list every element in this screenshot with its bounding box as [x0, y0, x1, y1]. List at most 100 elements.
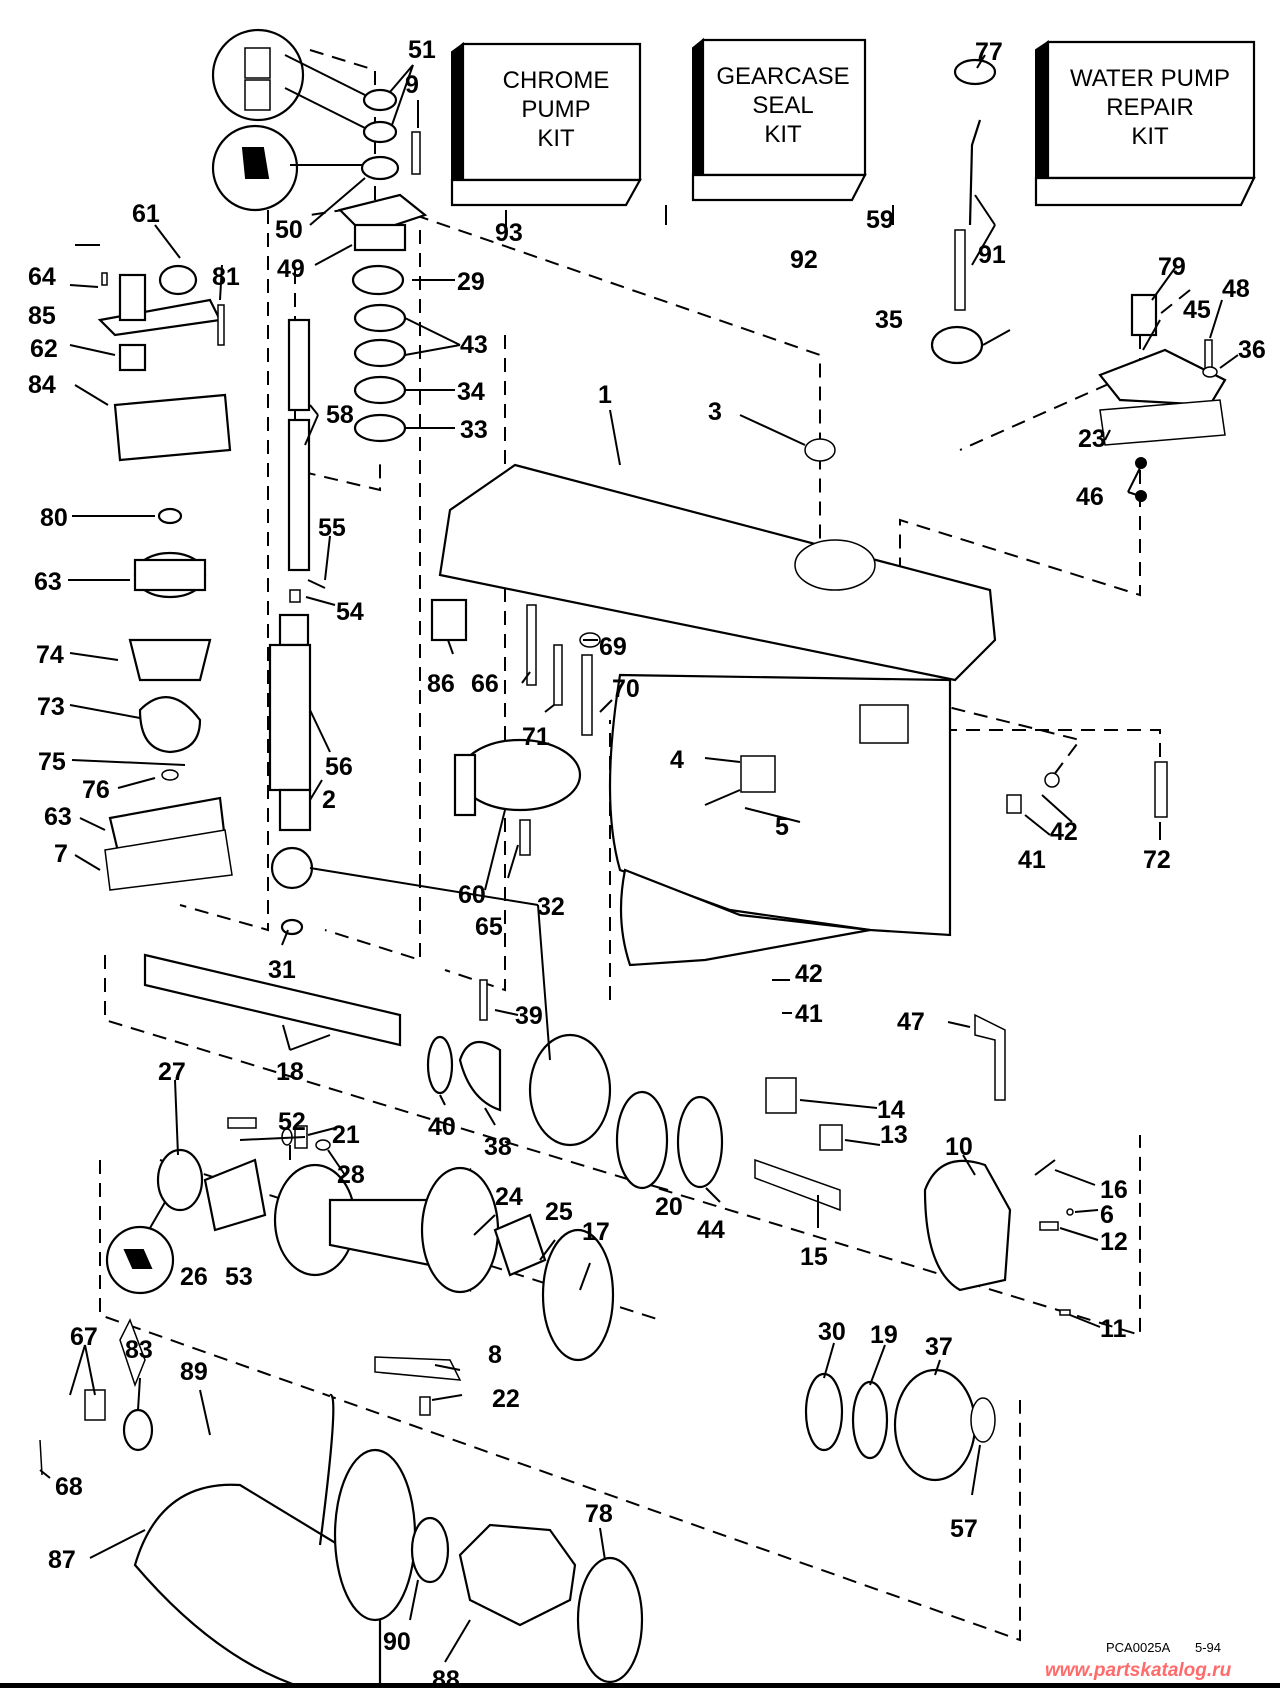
callout[interactable]: 1: [598, 381, 612, 409]
callout[interactable]: 52: [278, 1108, 306, 1136]
callout[interactable]: 71: [522, 723, 550, 751]
callout[interactable]: 45: [1183, 296, 1211, 324]
callout[interactable]: 16: [1100, 1176, 1128, 1204]
callout[interactable]: 86: [427, 670, 455, 698]
kit-box-chrome-pump[interactable]: CHROME PUMP KIT: [450, 42, 642, 207]
callout[interactable]: 7: [54, 840, 68, 868]
callout[interactable]: 12: [1100, 1228, 1128, 1256]
callout[interactable]: 38: [484, 1133, 512, 1161]
kit-box-gearcase-seal[interactable]: GEARCASE SEAL KIT: [691, 37, 867, 202]
callout[interactable]: 57: [950, 1515, 978, 1543]
callout[interactable]: 2: [322, 786, 336, 814]
kit-box-water-pump-repair[interactable]: WATER PUMP REPAIR KIT: [1034, 40, 1256, 207]
callout[interactable]: 56: [325, 753, 353, 781]
callout[interactable]: 3: [708, 398, 722, 426]
callout[interactable]: 54: [336, 598, 364, 626]
callout[interactable]: 5: [775, 813, 789, 841]
callout[interactable]: 70: [612, 675, 640, 703]
callout[interactable]: 48: [1222, 275, 1250, 303]
callout[interactable]: 49: [277, 255, 305, 283]
callout[interactable]: 81: [212, 263, 240, 291]
callout[interactable]: 61: [132, 200, 160, 228]
callout[interactable]: 20: [655, 1193, 683, 1221]
callout[interactable]: 93: [495, 219, 523, 247]
callout[interactable]: 58: [326, 401, 354, 429]
callout[interactable]: 23: [1078, 425, 1106, 453]
callout[interactable]: 25: [545, 1198, 573, 1226]
callout[interactable]: 13: [880, 1121, 908, 1149]
callout[interactable]: 91: [978, 241, 1006, 269]
callout[interactable]: 50: [275, 216, 303, 244]
callout[interactable]: 28: [337, 1161, 365, 1189]
callout[interactable]: 40: [428, 1113, 456, 1141]
callout[interactable]: 51: [408, 36, 436, 64]
callout[interactable]: 69: [599, 633, 627, 661]
callout[interactable]: 11: [1100, 1315, 1127, 1343]
callout[interactable]: 30: [818, 1318, 846, 1346]
callout[interactable]: 83: [125, 1336, 153, 1364]
callout[interactable]: 88: [432, 1666, 460, 1688]
callout[interactable]: 63: [34, 568, 62, 596]
callout[interactable]: 59: [866, 206, 894, 234]
callout[interactable]: 66: [471, 670, 499, 698]
callout[interactable]: 55: [318, 514, 346, 542]
callout[interactable]: 90: [383, 1628, 411, 1656]
callout[interactable]: 63: [44, 803, 72, 831]
callout[interactable]: 89: [180, 1358, 208, 1386]
callout[interactable]: 32: [537, 893, 565, 921]
callout[interactable]: 26: [180, 1263, 208, 1291]
callout[interactable]: 8: [488, 1341, 502, 1369]
callout[interactable]: 75: [38, 748, 66, 776]
callout[interactable]: 92: [790, 246, 818, 274]
callout[interactable]: 10: [945, 1133, 973, 1161]
callout[interactable]: 35: [875, 306, 903, 334]
callout[interactable]: 42: [1050, 818, 1078, 846]
callout[interactable]: 65: [475, 913, 503, 941]
callout[interactable]: 74: [36, 641, 64, 669]
callout[interactable]: 84: [28, 371, 56, 399]
callout[interactable]: 9: [405, 71, 419, 99]
callout[interactable]: 62: [30, 335, 58, 363]
callout[interactable]: 33: [460, 416, 488, 444]
callout[interactable]: 22: [492, 1385, 520, 1413]
callout[interactable]: 68: [55, 1473, 83, 1501]
callout[interactable]: 43: [460, 331, 488, 359]
callout[interactable]: 19: [870, 1321, 898, 1349]
callout[interactable]: 60: [458, 881, 486, 909]
callout[interactable]: 47: [897, 1008, 925, 1036]
callout[interactable]: 24: [495, 1183, 523, 1211]
callout[interactable]: 85: [28, 302, 56, 330]
callout[interactable]: 41: [1018, 846, 1046, 874]
callout[interactable]: 6: [1100, 1201, 1114, 1229]
callout[interactable]: 31: [268, 956, 296, 984]
callout[interactable]: 27: [158, 1058, 186, 1086]
callout[interactable]: 44: [697, 1216, 725, 1244]
callout[interactable]: 53: [225, 1263, 253, 1291]
callout[interactable]: 76: [82, 776, 110, 804]
callout[interactable]: 18: [276, 1058, 304, 1086]
callout[interactable]: 36: [1238, 336, 1266, 364]
callout[interactable]: 37: [925, 1333, 953, 1361]
callout[interactable]: 64: [28, 263, 56, 291]
callout[interactable]: 72: [1143, 846, 1171, 874]
callout[interactable]: 34: [457, 378, 485, 406]
callout[interactable]: 41: [795, 1000, 823, 1028]
callout[interactable]: 79: [1158, 253, 1186, 281]
callout[interactable]: 80: [40, 504, 68, 532]
callout[interactable]: 78: [585, 1500, 613, 1528]
callout[interactable]: 15: [800, 1243, 828, 1271]
callout[interactable]: 73: [37, 693, 65, 721]
callout[interactable]: 17: [582, 1218, 610, 1246]
callout[interactable]: 67: [70, 1323, 98, 1351]
callout[interactable]: 4: [670, 746, 684, 774]
callout[interactable]: 87: [48, 1546, 76, 1574]
gearcase-housing[interactable]: [438, 463, 997, 967]
callout[interactable]: 42: [795, 960, 823, 988]
callout[interactable]: 14: [877, 1096, 905, 1124]
callout[interactable]: 21: [332, 1121, 360, 1149]
callout[interactable]: 46: [1076, 483, 1104, 511]
callout[interactable]: 77: [975, 38, 1003, 66]
callout[interactable]: 29: [457, 268, 485, 296]
watermark-link[interactable]: www.partskatalog.ru: [1045, 1660, 1232, 1681]
callout[interactable]: 39: [515, 1002, 543, 1030]
